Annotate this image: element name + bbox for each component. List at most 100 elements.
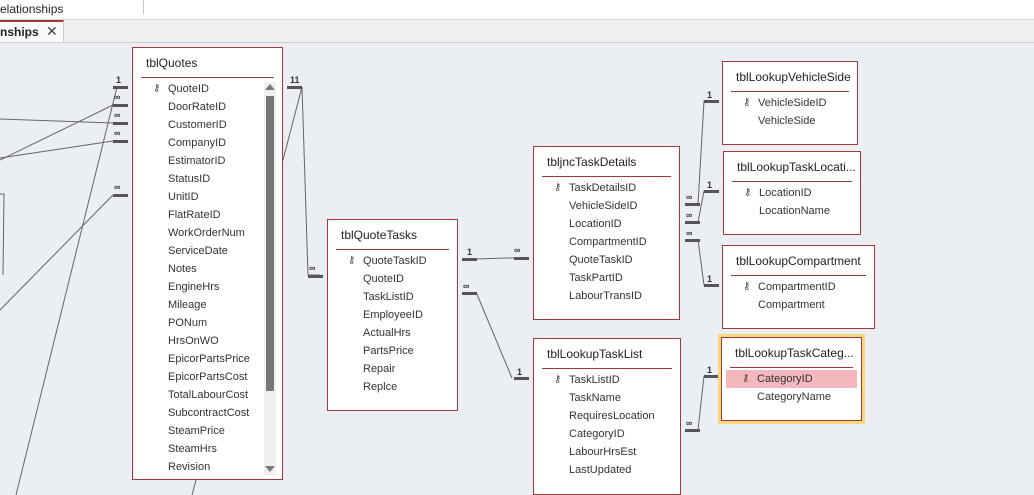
field-row[interactable]: SteamPrice <box>133 422 282 440</box>
field-row[interactable]: TaskListID <box>328 288 457 306</box>
field-row[interactable]: QuoteTaskID <box>534 251 679 269</box>
field-row[interactable]: Compartment <box>723 296 874 314</box>
field-name: TaskPartID <box>569 272 623 284</box>
field-row[interactable]: DoorRateID <box>133 98 282 116</box>
field-row[interactable]: TaskName <box>534 389 680 407</box>
field-row[interactable]: ⚷LocationID <box>724 184 860 202</box>
field-name: Revision <box>168 461 211 473</box>
field-row[interactable]: ⚷QuoteID <box>133 80 282 98</box>
field-row[interactable]: VehicleSideID <box>534 197 679 215</box>
scrollbar[interactable] <box>264 82 276 475</box>
field-row[interactable]: Repair <box>328 360 457 378</box>
field-row[interactable]: CategoryID <box>534 425 680 443</box>
field-row[interactable]: ServiceDate <box>133 242 282 260</box>
cardinality-many: ∞ <box>463 281 470 291</box>
field-row[interactable]: LabourHrsEst <box>534 443 680 461</box>
table-title[interactable]: tblLookupVehicleSide <box>736 70 851 84</box>
field-name: VehicleSideID <box>569 200 638 212</box>
field-row[interactable]: ⚷QuoteTaskID <box>328 252 457 270</box>
field-row[interactable]: LocationID <box>534 215 679 233</box>
field-name: CategoryID <box>569 428 625 440</box>
field-row[interactable]: EstimatorID <box>133 152 282 170</box>
field-row[interactable]: RequiresLocation <box>534 407 680 425</box>
table-tblLookupTaskCategory[interactable]: tblLookupTaskCateg... ⚷CategoryID Categor… <box>718 334 865 424</box>
field-row[interactable]: ⚷CategoryID <box>726 370 857 388</box>
field-row[interactable]: StatusID <box>133 170 282 188</box>
table-tblLookupTaskLocation[interactable]: tblLookupTaskLocati... ⚷LocationID Locati… <box>723 151 861 235</box>
table-title[interactable]: tblLookupTaskList <box>547 347 643 361</box>
table-title[interactable]: tblLookupCompartment <box>736 254 861 268</box>
cardinality-one: 1 <box>707 365 713 375</box>
field-row[interactable]: VehicleSide <box>723 112 857 130</box>
field-name: HrsOnWO <box>168 335 219 347</box>
field-row[interactable]: TotalLabourCost <box>133 386 282 404</box>
field-row[interactable]: UnitID <box>133 188 282 206</box>
primary-key-icon: ⚷ <box>744 187 752 198</box>
field-name: LabourHrsEst <box>569 446 637 458</box>
divider <box>730 367 853 368</box>
table-title[interactable]: tblLookupTaskLocati... <box>737 160 856 174</box>
field-row[interactable]: SteamHrs <box>133 440 282 458</box>
table-title[interactable]: tblLookupTaskCateg... <box>735 346 854 360</box>
field-name: DoorRateID <box>168 101 227 113</box>
field-row[interactable]: EpicorPartsPrice <box>133 350 282 368</box>
field-row[interactable]: Revision <box>133 458 282 476</box>
field-row[interactable]: ⚷TaskListID <box>534 371 680 389</box>
field-name: SteamHrs <box>168 443 217 455</box>
field-row[interactable]: SubcontractCost <box>133 404 282 422</box>
field-row[interactable]: EmployeeID <box>328 306 457 324</box>
field-name: PartsPrice <box>363 345 414 357</box>
field-row[interactable]: EpicorPartsCost <box>133 368 282 386</box>
field-name: CategoryName <box>757 391 831 403</box>
field-row[interactable]: EngineHrs <box>133 278 282 296</box>
field-row[interactable]: CategoryName <box>722 388 861 406</box>
field-row[interactable]: LastUpdated <box>534 461 680 479</box>
field-name: PONum <box>168 317 208 329</box>
field-row[interactable]: PartsPrice <box>328 342 457 360</box>
field-row[interactable]: ⚷CompartmentID <box>723 278 874 296</box>
table-title[interactable]: tbljncTaskDetails <box>547 155 637 169</box>
field-name: SteamPrice <box>168 425 225 437</box>
table-tbljncTaskDetails[interactable]: tbljncTaskDetails ⚷TaskDetailsID VehicleS… <box>533 146 680 320</box>
field-row[interactable]: ⚷VehicleSideID <box>723 94 857 112</box>
table-title[interactable]: tblQuotes <box>146 56 198 70</box>
tab-relationships[interactable]: nships ✕ <box>0 20 64 42</box>
field-row[interactable]: CustomerID <box>133 116 282 134</box>
field-list: ⚷CategoryID CategoryName <box>722 370 861 406</box>
field-row[interactable]: Notes <box>133 260 282 278</box>
field-name: TotalLabourCost <box>168 389 249 401</box>
field-row[interactable]: FlatRateID <box>133 206 282 224</box>
field-row[interactable]: ⚷TaskDetailsID <box>534 179 679 197</box>
field-row[interactable]: QuoteID <box>328 270 457 288</box>
scroll-up-icon[interactable] <box>265 84 275 90</box>
field-row[interactable]: ActualHrs <box>328 324 457 342</box>
field-name: LocationID <box>569 218 622 230</box>
field-row[interactable]: LabourTransID <box>534 287 679 305</box>
field-name: LocationName <box>759 205 830 217</box>
field-row[interactable]: Replce <box>328 378 457 396</box>
field-row[interactable]: LocationName <box>724 202 860 220</box>
field-row[interactable]: TaskPartID <box>534 269 679 287</box>
close-icon[interactable]: ✕ <box>46 23 58 39</box>
field-row[interactable]: PONum <box>133 314 282 332</box>
field-row[interactable]: CompanyID <box>133 134 282 152</box>
field-row[interactable]: Mileage <box>133 296 282 314</box>
field-name: EpicorPartsCost <box>168 371 248 383</box>
table-title[interactable]: tblQuoteTasks <box>341 228 418 242</box>
scroll-thumb[interactable] <box>266 96 274 391</box>
scroll-down-icon[interactable] <box>265 466 275 472</box>
field-row[interactable]: WorkOrderNum <box>133 224 282 242</box>
cardinality-one: 1 <box>517 367 523 377</box>
field-row[interactable]: HrsOnWO <box>133 332 282 350</box>
primary-key-icon: ⚷ <box>348 255 356 266</box>
field-row[interactable]: CompartmentID <box>534 233 679 251</box>
cardinality-many: ∞ <box>114 110 121 120</box>
field-name: LabourTransID <box>569 290 642 302</box>
